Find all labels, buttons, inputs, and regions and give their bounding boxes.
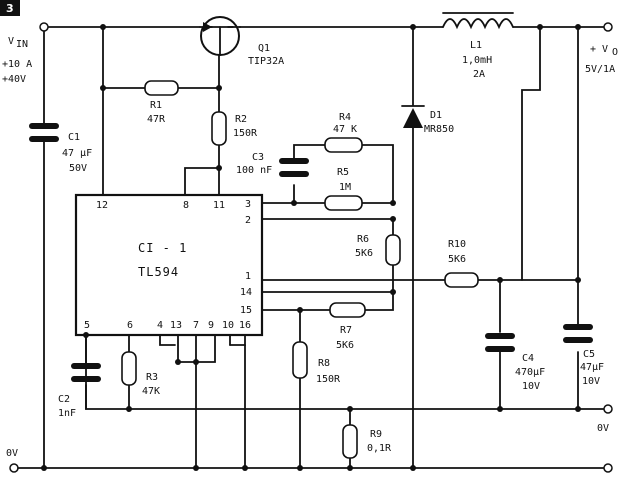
svg-text:8: 8 — [183, 200, 189, 211]
capacitor-c4: C4 470µF 10V — [485, 333, 545, 392]
svg-text:0V: 0V — [6, 448, 18, 459]
svg-text:1,0mH: 1,0mH — [462, 55, 492, 66]
svg-text:TIP32A: TIP32A — [248, 56, 284, 67]
svg-text:R6: R6 — [357, 234, 369, 245]
svg-text:R8: R8 — [318, 358, 330, 369]
resistor-r9: R9 0,1R — [342, 424, 392, 459]
svg-text:14: 14 — [240, 287, 252, 298]
svg-text:5V/1A: 5V/1A — [585, 64, 615, 75]
resistor-r6: R6 5K6 — [355, 234, 401, 266]
svg-text:16: 16 — [239, 320, 251, 331]
resistor-r4: R4 47 K — [324, 112, 363, 153]
terminal-gnd-right: 0V — [597, 404, 613, 434]
svg-text:47 µF: 47 µF — [62, 148, 92, 159]
svg-text:100 nF: 100 nF — [236, 165, 272, 176]
svg-text:5K6: 5K6 — [355, 248, 373, 259]
figure-badge: 3 — [0, 0, 20, 16]
resistor-r5: R5 1M — [324, 167, 363, 211]
svg-text:R10: R10 — [448, 239, 466, 250]
svg-text:3: 3 — [245, 199, 251, 210]
svg-text:5K6: 5K6 — [336, 340, 354, 351]
svg-text:4: 4 — [157, 320, 163, 331]
svg-text:470µF: 470µF — [515, 367, 545, 378]
svg-text:13: 13 — [170, 320, 182, 331]
svg-text:15: 15 — [240, 305, 252, 316]
svg-text:50V: 50V — [69, 163, 87, 174]
svg-text:9: 9 — [208, 320, 214, 331]
svg-text:C1: C1 — [68, 132, 80, 143]
resistor-r1: R1 47R — [144, 80, 179, 125]
svg-text:R9: R9 — [370, 429, 382, 440]
svg-text:0V: 0V — [597, 423, 609, 434]
svg-text:O: O — [612, 47, 618, 58]
svg-text:10: 10 — [222, 320, 234, 331]
terminal-gnd-left: 0V — [6, 448, 45, 473]
svg-text:150R: 150R — [316, 374, 341, 385]
resistor-r2: R2 150R — [211, 111, 258, 146]
svg-text:12: 12 — [96, 200, 108, 211]
ic-part: TL594 — [138, 265, 179, 279]
svg-text:IN: IN — [16, 39, 28, 50]
svg-text:D1: D1 — [430, 110, 442, 121]
svg-text:Q1: Q1 — [258, 43, 270, 54]
svg-text:L1: L1 — [470, 40, 482, 51]
svg-text:MR850: MR850 — [424, 124, 454, 135]
svg-text:C3: C3 — [252, 152, 264, 163]
terminal-vout: + V O 5V/1A — [585, 22, 618, 75]
inductor-l1: L1 1,0mH 2A — [442, 12, 514, 80]
svg-text:R5: R5 — [337, 167, 349, 178]
ic-name: CI - 1 — [138, 241, 187, 255]
svg-text:10V: 10V — [522, 381, 540, 392]
svg-text:R4: R4 — [339, 112, 351, 123]
capacitor-c5: C5 47µF 10V — [563, 324, 604, 387]
svg-text:3: 3 — [6, 2, 14, 15]
svg-text:5K6: 5K6 — [448, 254, 466, 265]
capacitor-c3: C3 100 nF — [236, 152, 309, 177]
svg-text:47 K: 47 K — [333, 124, 357, 135]
transistor-q1: Q1 TIP32A — [199, 16, 284, 67]
junction-dots — [41, 24, 581, 471]
svg-text:+ V: + V — [590, 44, 608, 55]
resistor-r7: R7 5K6 — [329, 302, 366, 351]
svg-text:1nF: 1nF — [58, 408, 76, 419]
svg-text:5: 5 — [84, 320, 90, 331]
svg-text:+10 A: +10 A — [2, 59, 32, 70]
svg-text:V: V — [8, 36, 14, 47]
svg-text:6: 6 — [127, 320, 133, 331]
svg-text:R7: R7 — [340, 325, 352, 336]
ic-tl594: CI - 1 TL594 12 8 11 3 2 1 14 15 5 6 4 1… — [74, 193, 264, 337]
terminal-gnd-right-bottom — [603, 463, 613, 473]
svg-text:7: 7 — [193, 320, 199, 331]
capacitor-c1: C1 47 µF 50V — [29, 123, 92, 174]
svg-text:R1: R1 — [150, 100, 162, 111]
svg-text:C2: C2 — [58, 394, 70, 405]
resistor-r10: R10 5K6 — [444, 239, 479, 288]
svg-text:C5: C5 — [583, 349, 595, 360]
resistor-r8: R8 150R — [292, 341, 341, 385]
svg-text:1: 1 — [245, 271, 251, 282]
diode-d1: D1 MR850 — [401, 105, 454, 135]
svg-text:47R: 47R — [147, 114, 166, 125]
svg-text:47K: 47K — [142, 386, 160, 397]
svg-text:11: 11 — [213, 200, 225, 211]
svg-text:+40V: +40V — [2, 74, 26, 85]
terminal-vin: V IN +10 A +40V — [2, 22, 49, 85]
svg-text:0,1R: 0,1R — [367, 443, 392, 454]
svg-text:C4: C4 — [522, 353, 534, 364]
svg-text:2A: 2A — [473, 69, 485, 80]
capacitor-c2: C2 1nF — [58, 363, 101, 419]
svg-text:2: 2 — [245, 215, 251, 226]
svg-text:R2: R2 — [235, 114, 247, 125]
svg-text:150R: 150R — [233, 128, 258, 139]
svg-text:1M: 1M — [339, 182, 351, 193]
resistor-r3: R3 47K — [121, 351, 160, 397]
svg-text:R3: R3 — [146, 372, 158, 383]
svg-text:47µF: 47µF — [580, 362, 604, 373]
svg-text:10V: 10V — [582, 376, 600, 387]
